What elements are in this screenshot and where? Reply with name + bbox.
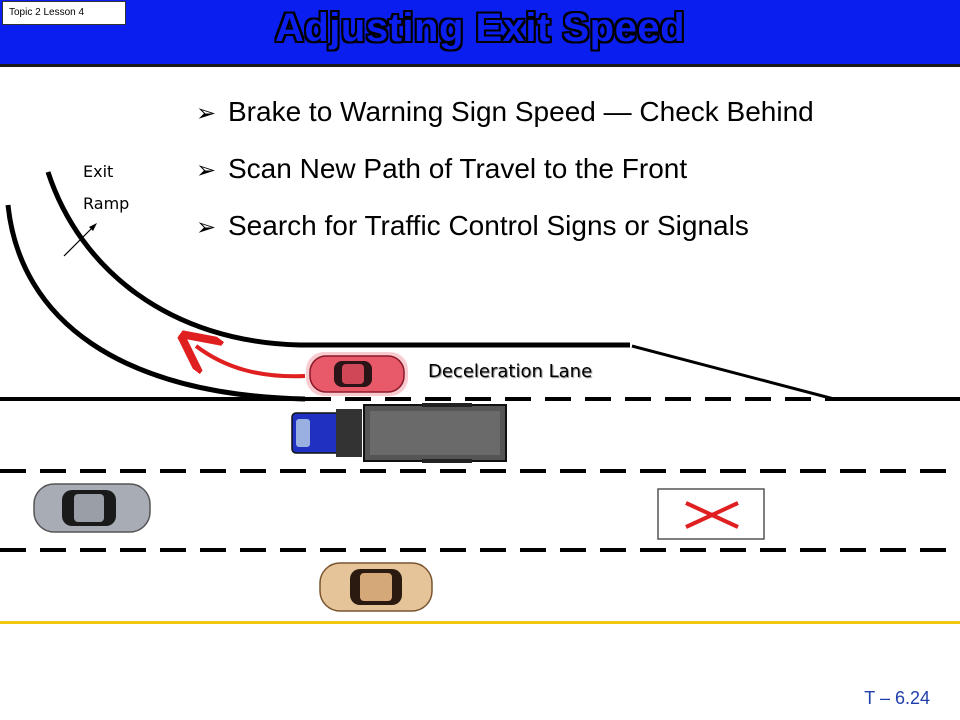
- exit-label: Exit: [83, 162, 114, 181]
- bullet-arrow-icon: ➢: [196, 214, 217, 241]
- yellow-edge-line: [0, 621, 960, 624]
- tan-car: [319, 562, 433, 612]
- bullet-text: Search for Traffic Control Signs or Sign…: [228, 210, 749, 241]
- ramp-pointer-head: [89, 223, 97, 231]
- ramp-taper: [631, 344, 835, 401]
- header-bar: [0, 0, 960, 64]
- red-x-icon: [685, 501, 739, 529]
- bullet-3: ➢ Search for Traffic Control Signs or Sig…: [196, 210, 749, 242]
- bullet-2: ➢ Scan New Path of Travel to the Front: [196, 153, 687, 185]
- ramp-label: Ramp: [83, 194, 130, 213]
- lead-car: [306, 352, 408, 396]
- bullet-text: Scan New Path of Travel to the Front: [228, 153, 688, 184]
- topic-tag: Topic 2 Lesson 4: [2, 1, 126, 25]
- bullet-text: Brake to Warning Sign Speed — Check Behi…: [228, 96, 814, 127]
- bullet-1: ➢ Brake to Warning Sign Speed — Check Beh…: [196, 96, 814, 128]
- silver-car: [33, 483, 151, 533]
- ramp-inner-edge: [45, 171, 630, 348]
- ramp-pointer: [63, 225, 95, 257]
- slide-number: T – 6.24: [864, 688, 930, 708]
- truck: [291, 403, 507, 463]
- curved-arrow-icon: [196, 346, 306, 379]
- hazard-marker: [657, 488, 765, 540]
- bullet-arrow-icon: ➢: [196, 157, 217, 184]
- ramp-outer-edge: [5, 204, 306, 402]
- deceleration-lane-label: Deceleration Lane: [428, 361, 593, 382]
- header-rule: [0, 64, 960, 67]
- slide-title: Adjusting Exit Speed: [274, 6, 686, 50]
- bullet-arrow-icon: ➢: [196, 100, 217, 127]
